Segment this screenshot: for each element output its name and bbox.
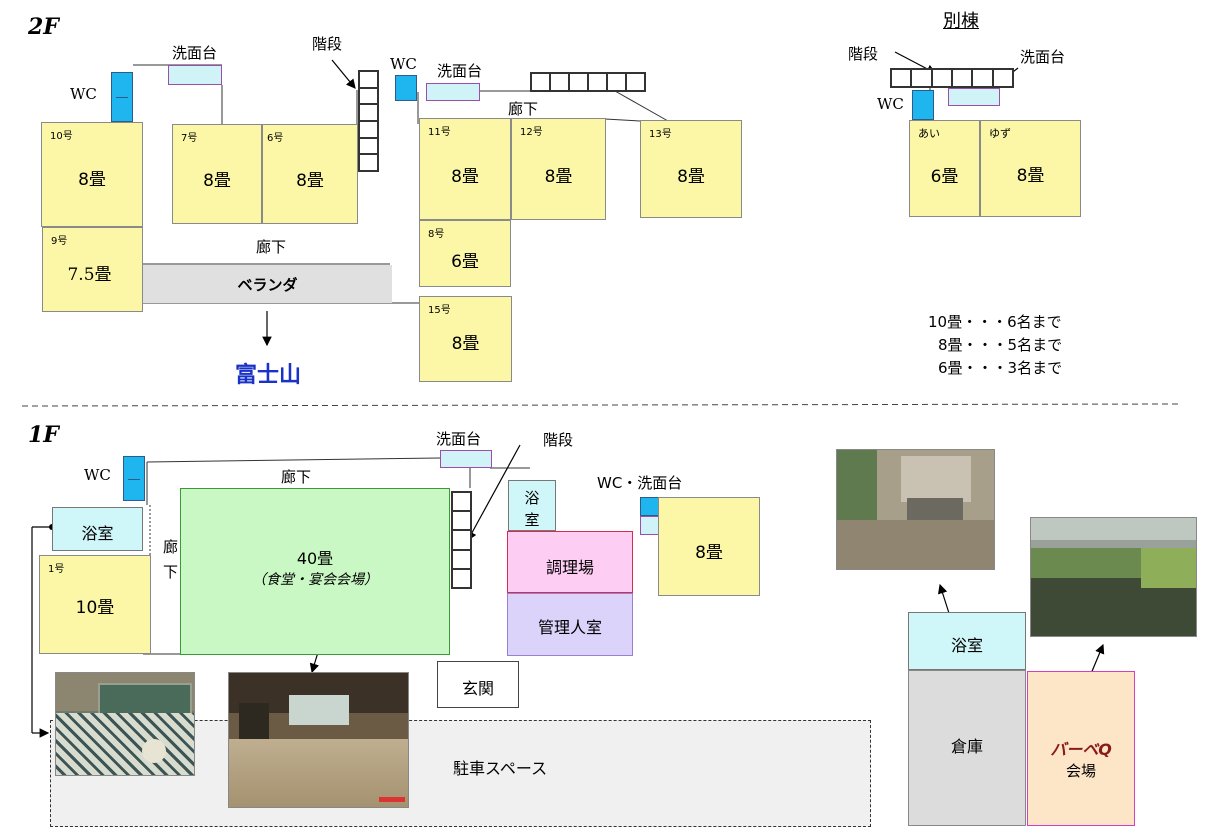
wc-label: WC <box>70 85 97 103</box>
wc-label: WC <box>84 466 111 484</box>
room-6: 6号 8畳 <box>262 124 358 224</box>
room-11: 11号 8畳 <box>419 118 511 220</box>
bbq-photo <box>1030 517 1197 637</box>
room-ai: あい 6畳 <box>909 120 980 217</box>
capacity-line-2: 8畳・・・5名まで <box>938 336 1063 354</box>
wc-washbasin-label: WC・洗面台 <box>597 474 683 492</box>
stairs-1f <box>451 491 472 589</box>
room-1: 1号 10畳 <box>39 555 151 654</box>
manager-room: 管理人室 <box>507 593 633 656</box>
bbq-venue: バーベQ 会場 <box>1027 671 1135 826</box>
room-8-1f: 8畳 <box>658 497 760 596</box>
veranda: ベランダ <box>143 265 392 303</box>
corridor-label: 廊下 <box>256 238 287 256</box>
room-13: 13号 8畳 <box>640 120 742 218</box>
washbasin-box <box>168 65 222 85</box>
wc-label: WC <box>390 55 417 73</box>
room-8: 8号 6畳 <box>419 220 511 287</box>
entrance: 玄関 <box>437 661 519 708</box>
bath-photo <box>55 672 195 776</box>
annex-title: 別棟 <box>943 11 979 32</box>
stairs-annex <box>890 68 1014 88</box>
fuji-label: 富士山 <box>235 363 302 388</box>
corridor-label: 廊下 <box>281 468 312 486</box>
hall-photo <box>228 672 409 808</box>
washbasin-label: 洗面台 <box>437 62 483 80</box>
bath-annex: 浴室 <box>908 612 1026 670</box>
capacity-line-3: 6畳・・・3名まで <box>938 359 1063 377</box>
floor2-title: 2F <box>28 14 59 40</box>
bath-annex-photo <box>836 449 995 570</box>
wc-box <box>123 456 145 501</box>
bath-room-1f: 浴室 <box>52 507 143 551</box>
stairs-2f-main <box>358 70 379 172</box>
washbasin-label: 洗面台 <box>172 44 218 62</box>
room-12: 12号 8畳 <box>511 118 606 220</box>
washbasin-label: 洗面台 <box>436 430 482 448</box>
capacity-line-1: 10畳・・・6名まで <box>928 313 1062 331</box>
corridor-vertical-2: 下 <box>163 563 179 581</box>
corridor-label: 廊下 <box>508 100 539 118</box>
wc-box <box>395 75 417 101</box>
corridor-vertical-1: 廊 <box>163 538 179 556</box>
storage: 倉庫 <box>908 670 1026 826</box>
washbasin-label: 洗面台 <box>1020 48 1066 66</box>
washbasin-box <box>440 450 492 468</box>
room-10: 10号 8畳 <box>41 122 143 227</box>
wc-label: WC <box>877 95 904 113</box>
wc-box <box>912 90 934 120</box>
wc-box <box>111 72 133 122</box>
room-7: 7号 8畳 <box>172 124 262 224</box>
room-yuzu: ゆず 8畳 <box>980 120 1081 217</box>
stairs-label: 階段 <box>312 35 343 53</box>
stairs-label: 階段 <box>543 431 574 449</box>
kitchen: 調理場 <box>507 531 633 593</box>
washbasin-box <box>426 83 480 101</box>
stairs-label: 階段 <box>848 45 879 63</box>
room-15: 15号 8畳 <box>419 296 512 382</box>
washbasin-box <box>948 88 1000 106</box>
bath-small: 浴 室 <box>508 480 556 531</box>
stairs-2f-east <box>530 72 646 92</box>
washbasin-box <box>640 516 659 535</box>
floor1-title: 1F <box>28 422 59 448</box>
banquet-hall: 40畳 （食堂・宴会会場） <box>180 488 450 655</box>
wc-box <box>640 497 659 516</box>
room-9: 9号 7.5畳 <box>42 227 143 312</box>
